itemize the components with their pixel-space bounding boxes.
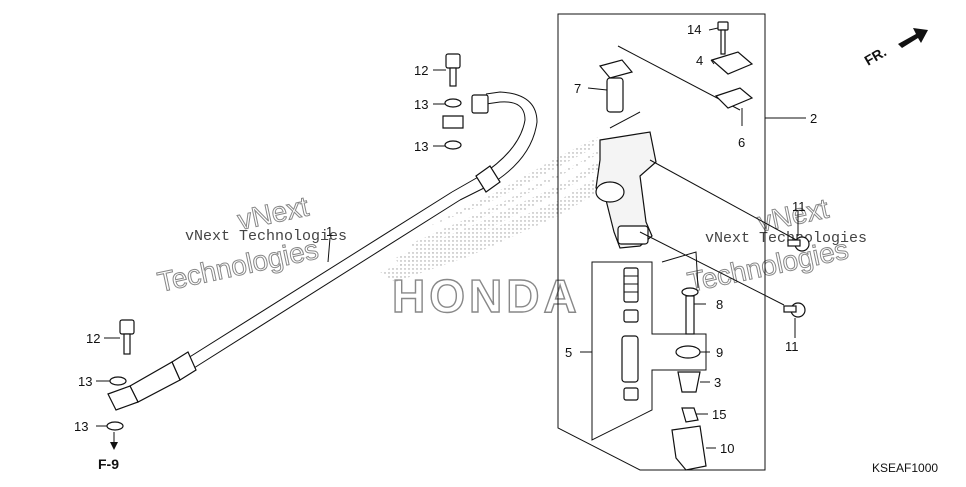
callout-9: 9 (716, 345, 723, 360)
lower-banjo-bolt (119, 319, 135, 355)
callout-2: 2 (810, 111, 817, 126)
callout-13-lower-2: 13 (74, 419, 88, 434)
callout-13-lower-1: 13 (78, 374, 92, 389)
leader-lines (96, 27, 806, 449)
reservoir-cap-bolt (717, 21, 729, 55)
push-rod-boot (677, 371, 701, 393)
callout-6: 6 (738, 135, 745, 150)
honda-brand-watermark: HONDA (392, 270, 581, 322)
callout-5: 5 (565, 345, 572, 360)
callout-8: 8 (716, 297, 723, 312)
mount-bolt-upper (787, 236, 810, 252)
reservoir-cap (710, 51, 754, 75)
callout-12-upper: 12 (414, 63, 428, 78)
washer-upper-1 (444, 98, 462, 108)
callout-12-lower: 12 (86, 331, 100, 346)
callout-11-lower: 11 (785, 339, 799, 354)
front-direction-marker: FR. (862, 28, 928, 69)
master-cylinder-group-outline (557, 13, 766, 471)
piston-spring (623, 267, 639, 303)
svg-text:FR.: FR. (862, 43, 890, 68)
piston (621, 335, 639, 383)
banjo-eye-lower (107, 385, 139, 411)
svg-text:vNext Technologies: vNext Technologies (185, 228, 347, 245)
piston-set-outline (591, 261, 707, 441)
upper-banjo-bolt (445, 53, 461, 87)
banjo-eye-upper (442, 115, 464, 129)
washer-upper-2 (444, 140, 462, 150)
callout-3: 3 (714, 375, 721, 390)
callout-7: 7 (574, 81, 581, 96)
ref-arrow-head (110, 442, 118, 450)
callout-11-upper: 11 (792, 199, 806, 214)
lower-hose-fitting (129, 361, 181, 403)
washer-lower-2 (106, 421, 124, 431)
vnext-watermark-left: vNext Technologies vNext Technologies (154, 190, 347, 298)
reference-label: F-9 (98, 456, 119, 472)
brake-hose (107, 91, 538, 411)
master-cylinder-body (595, 131, 657, 249)
callout-4: 4 (696, 53, 703, 68)
lock-nut (681, 407, 699, 423)
vnext-watermark-right: vNext Technologies vNext Technologies (684, 192, 867, 298)
boot-retainer-ring (675, 345, 701, 359)
callout-15: 15 (712, 407, 726, 422)
diagram-code: KSEAF1000 (872, 461, 938, 475)
washer-lower-1 (109, 376, 127, 386)
hose-sleeve-upper (475, 165, 501, 193)
reservoir-joint (598, 59, 634, 113)
diaphragm-plate (714, 87, 754, 109)
callout-14: 14 (687, 22, 701, 37)
svg-text:vNext Technologies: vNext Technologies (705, 230, 867, 247)
callout-1: 1 (326, 224, 333, 239)
front-arrow-icon (898, 28, 928, 48)
callout-13-upper-2: 13 (414, 139, 428, 154)
push-rod (681, 287, 699, 335)
mount-bolt-lower (783, 302, 806, 318)
piston-cup-secondary (623, 387, 639, 401)
upper-hose-fitting (471, 94, 489, 114)
push-rod-clevis (671, 425, 707, 471)
piston-cup-primary (623, 309, 639, 323)
callout-10: 10 (720, 441, 734, 456)
callout-13-upper-1: 13 (414, 97, 428, 112)
